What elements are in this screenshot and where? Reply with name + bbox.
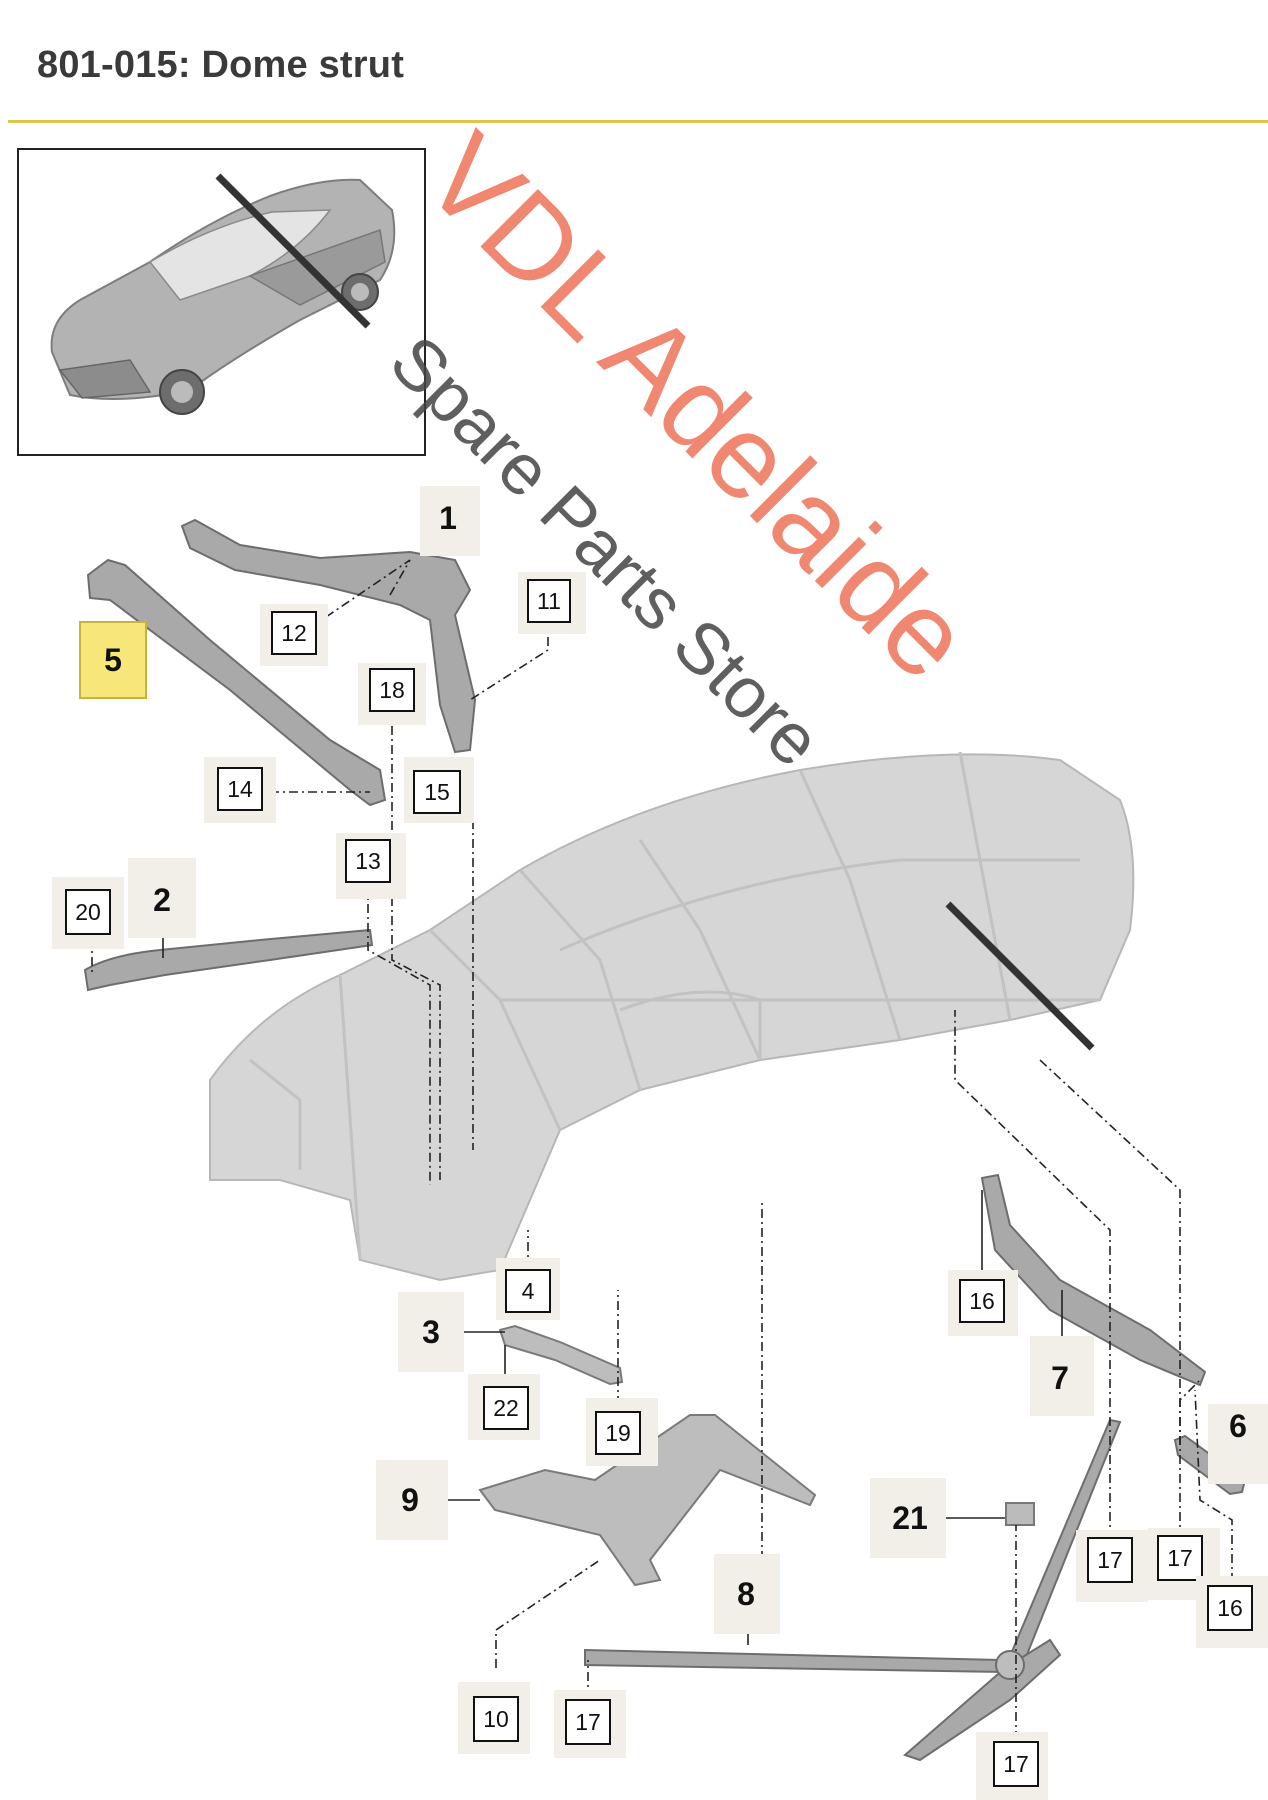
vehicle-thumbnail[interactable] bbox=[17, 148, 426, 456]
callout-12[interactable]: 12 bbox=[260, 604, 328, 666]
callout-labels: 1 12 11 5 18 14 bbox=[52, 486, 1268, 1800]
title-divider bbox=[8, 120, 1268, 123]
callout-17c[interactable]: 17 bbox=[554, 1690, 626, 1758]
svg-text:14: 14 bbox=[227, 776, 253, 802]
callout-17b[interactable]: 17 bbox=[1148, 1528, 1220, 1600]
svg-text:1: 1 bbox=[439, 500, 457, 536]
svg-text:4: 4 bbox=[522, 1278, 535, 1304]
callout-13[interactable]: 13 bbox=[336, 833, 406, 899]
part-2-cross-member[interactable] bbox=[83, 928, 374, 992]
svg-text:9: 9 bbox=[401, 1482, 419, 1518]
callout-4[interactable]: 4 bbox=[496, 1258, 560, 1320]
callout-6[interactable]: 6 bbox=[1208, 1404, 1268, 1484]
callout-20[interactable]: 20 bbox=[52, 877, 124, 949]
svg-text:10: 10 bbox=[483, 1706, 509, 1732]
part-5-strut[interactable] bbox=[86, 558, 387, 807]
svg-text:18: 18 bbox=[379, 677, 405, 703]
svg-text:11: 11 bbox=[537, 588, 561, 614]
svg-text:8: 8 bbox=[737, 1576, 755, 1612]
callout-21[interactable]: 21 bbox=[870, 1478, 946, 1558]
svg-text:5: 5 bbox=[104, 642, 122, 678]
callout-10[interactable]: 10 bbox=[458, 1682, 530, 1754]
svg-text:12: 12 bbox=[281, 620, 307, 646]
callout-11[interactable]: 11 bbox=[518, 572, 586, 634]
callout-1[interactable]: 1 bbox=[420, 486, 480, 556]
callout-16b[interactable]: 16 bbox=[1196, 1576, 1268, 1648]
callout-8[interactable]: 8 bbox=[714, 1554, 780, 1634]
callout-19-text: 19 bbox=[605, 1420, 631, 1446]
callout-15[interactable]: 15 bbox=[404, 757, 474, 823]
svg-text:15: 15 bbox=[424, 779, 450, 805]
page-title: 801-015: Dome strut bbox=[37, 44, 405, 86]
part-21-clip[interactable] bbox=[1005, 1502, 1035, 1526]
callout-7[interactable]: 7 bbox=[1030, 1336, 1094, 1416]
callout-19[interactable]: 19 bbox=[586, 1398, 658, 1466]
part-7-reinforcement[interactable] bbox=[980, 1173, 1207, 1387]
svg-text:17: 17 bbox=[1003, 1751, 1029, 1777]
callout-3[interactable]: 3 bbox=[398, 1292, 464, 1372]
callout-18[interactable]: 18 bbox=[358, 663, 426, 725]
svg-text:2: 2 bbox=[153, 882, 171, 918]
svg-text:7: 7 bbox=[1051, 1360, 1069, 1396]
svg-text:17: 17 bbox=[1097, 1547, 1123, 1573]
part-3-bracket[interactable] bbox=[498, 1324, 624, 1386]
callout-17a[interactable]: 17 bbox=[1076, 1530, 1148, 1602]
callout-9[interactable]: 9 bbox=[376, 1460, 448, 1540]
svg-text:3: 3 bbox=[422, 1314, 440, 1350]
svg-text:17: 17 bbox=[1167, 1545, 1193, 1571]
callout-2[interactable]: 2 bbox=[128, 858, 196, 938]
callout-21-text: 21 bbox=[892, 1500, 928, 1536]
svg-text:17: 17 bbox=[575, 1709, 601, 1735]
part-9-floor-brace[interactable] bbox=[478, 1414, 817, 1587]
callout-5[interactable]: 5 bbox=[79, 621, 147, 699]
svg-text:20: 20 bbox=[75, 899, 101, 925]
part-8-rod[interactable] bbox=[584, 1418, 1122, 1762]
callout-14[interactable]: 14 bbox=[204, 757, 276, 823]
svg-text:6: 6 bbox=[1229, 1408, 1247, 1444]
svg-text:16: 16 bbox=[1217, 1595, 1243, 1621]
svg-text:16: 16 bbox=[969, 1288, 995, 1314]
callout-16a[interactable]: 16 bbox=[948, 1270, 1018, 1336]
vehicle-body-shell[interactable] bbox=[209, 751, 1135, 1282]
callout-17d[interactable]: 17 bbox=[976, 1732, 1048, 1800]
callout-22[interactable]: 22 bbox=[468, 1374, 540, 1440]
svg-text:22: 22 bbox=[493, 1395, 519, 1421]
svg-text:13: 13 bbox=[355, 848, 381, 874]
part-1-dome-strut[interactable] bbox=[180, 518, 477, 754]
